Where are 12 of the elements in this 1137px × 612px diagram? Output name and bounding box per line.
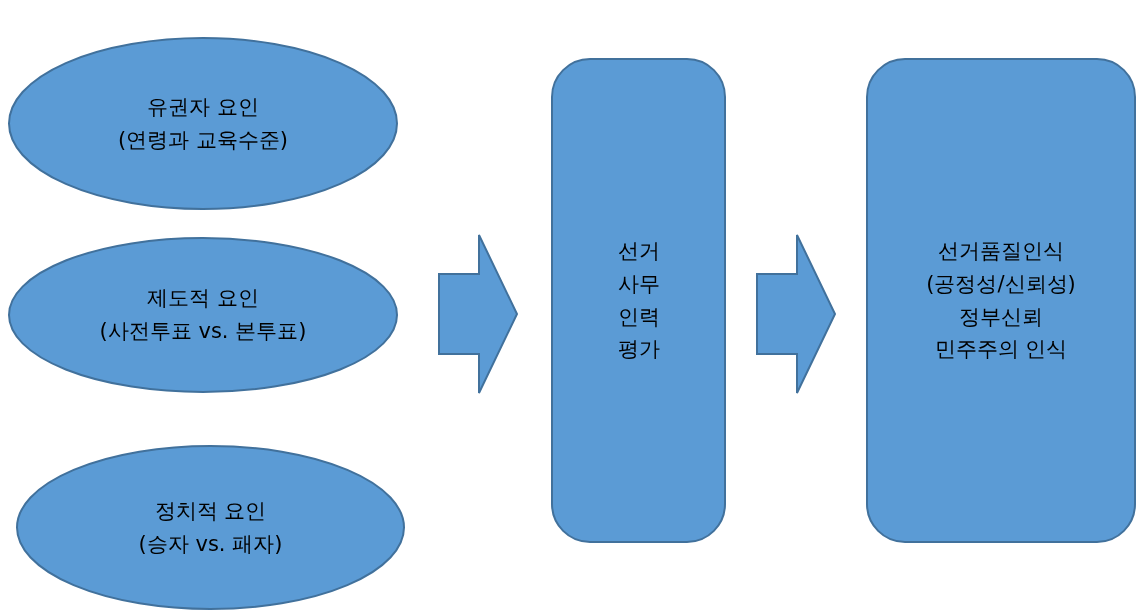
block-arrow bbox=[756, 234, 837, 394]
block-arrow bbox=[438, 234, 519, 394]
node-text: 정부신뢰 bbox=[958, 303, 1044, 331]
node-text: (사전투표 vs. 본투표) bbox=[99, 318, 307, 345]
node-text: (승자 vs. 패자) bbox=[138, 530, 283, 558]
node-text: (연령과 교육수준) bbox=[117, 126, 289, 154]
node-text: 정치적 요인 bbox=[154, 497, 267, 525]
node-text: 제도적 요인 bbox=[147, 285, 259, 313]
node-text: 유권자 요인 bbox=[147, 93, 259, 121]
node-text: 선거 사무 인력 평가 bbox=[616, 238, 661, 364]
node-text: 민주주의 인식 bbox=[933, 336, 1069, 364]
node-text: 선거품질인식 (공정성/신뢰성) bbox=[925, 238, 1077, 298]
